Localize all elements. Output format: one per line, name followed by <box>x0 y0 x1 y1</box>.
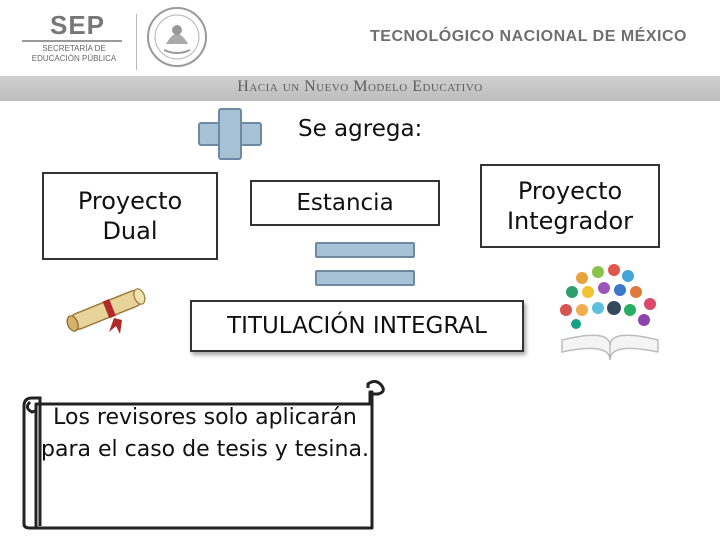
books-icon <box>560 264 659 361</box>
equals-icon-bottom <box>315 270 415 286</box>
plus-icon-center <box>220 124 240 144</box>
note-text: Los revisores solo aplicarán para el cas… <box>41 405 369 462</box>
seal-icon <box>147 7 207 67</box>
diploma-icon <box>66 288 146 334</box>
header-divider <box>136 14 137 70</box>
slide-heading: Se agrega: <box>298 116 423 142</box>
box-titulacion-integral: TITULACIÓN INTEGRAL <box>190 300 524 352</box>
header-band <box>0 76 720 101</box>
titulacion-label: TITULACIÓN INTEGRAL <box>227 313 487 339</box>
sep-logo-rule <box>22 40 122 42</box>
sep-subtitle: SECRETARÍA DE EDUCACIÓN PÚBLICA <box>31 44 117 63</box>
band-text: Hacia un Nuevo Modelo Educativo <box>237 78 483 95</box>
box-proyecto-integrador: Proyecto Integrador <box>480 164 660 248</box>
box-proyecto-dual-label: Proyecto Dual <box>77 187 183 245</box>
scroll-icon <box>22 380 385 530</box>
box-estancia: Estancia <box>250 180 440 226</box>
institution-name: TECNOLÓGICO NACIONAL DE MÉXICO <box>370 28 687 45</box>
box-estancia-label: Estancia <box>296 190 394 216</box>
box-proyecto-dual: Proyecto Dual <box>42 172 218 260</box>
box-proyecto-integrador-label: Proyecto Integrador <box>506 177 634 235</box>
sep-logo-text: SEP <box>50 10 106 40</box>
equals-icon-top <box>315 242 415 258</box>
